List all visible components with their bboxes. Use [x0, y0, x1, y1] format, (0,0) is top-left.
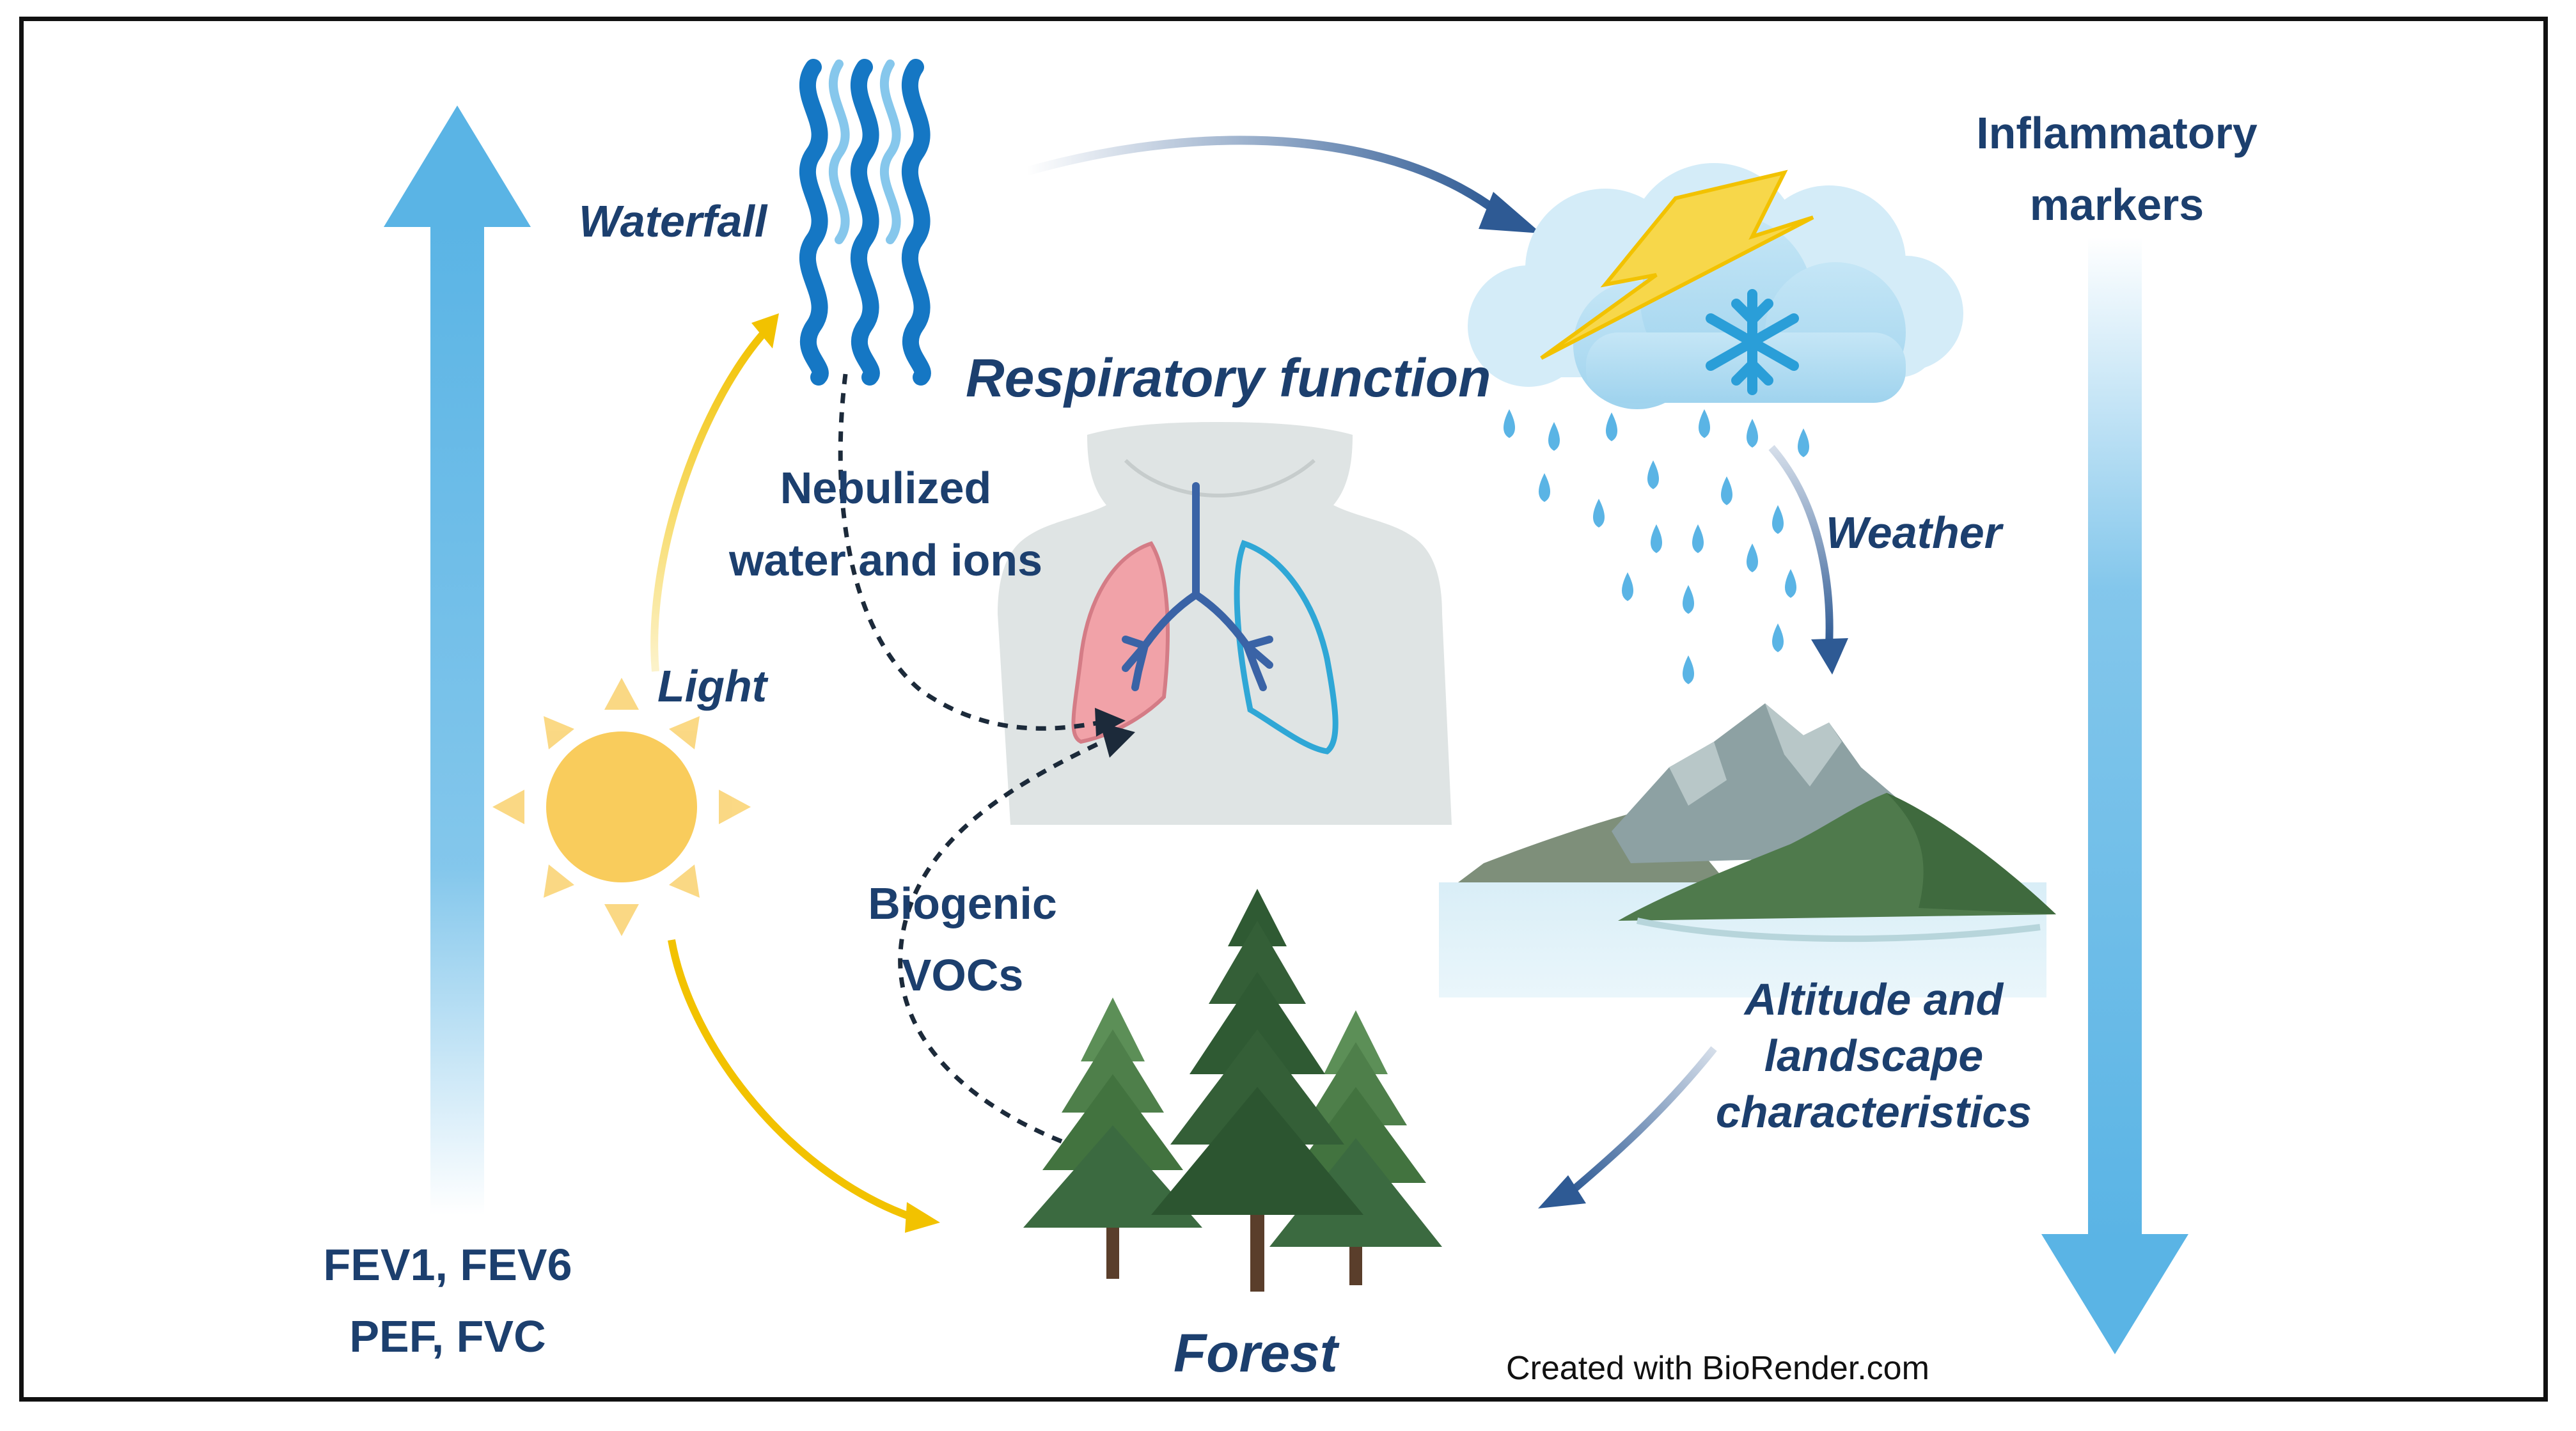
storm-cloud-icon: [1468, 163, 1963, 409]
forest-label: Forest: [1174, 1323, 1338, 1383]
inflammatory-down-arrow: [2041, 237, 2188, 1354]
spirometry-label-line1: FEV1, FEV6: [323, 1240, 572, 1290]
landscape-to-forest-arrow: [1538, 1046, 1717, 1208]
biogenic-dotted-arrow: [898, 723, 1135, 1144]
weather-to-landscape-arrow: [1768, 445, 1848, 675]
tree-center: [1151, 889, 1363, 1292]
lightning-icon: [1540, 169, 1814, 360]
inflammatory-label-line2: markers: [2029, 180, 2204, 230]
sun-icon: [492, 678, 751, 936]
biogenic-label-line1: Biogenic: [868, 879, 1057, 928]
inflammatory-label-line1: Inflammatory: [1976, 108, 2258, 158]
waterfall-icon: [799, 59, 931, 386]
altitude-label-line1: Altitude and: [1744, 974, 2004, 1024]
tree-right: [1269, 1010, 1442, 1285]
respiratory-up-arrow: [384, 106, 531, 1215]
altitude-label-line3: characteristics: [1715, 1087, 2032, 1137]
mountain-lake-icon: [1439, 703, 2056, 997]
biorender-credit: Created with BioRender.com: [1506, 1350, 1929, 1387]
rain-drops: [1504, 409, 1809, 684]
waterfall-label: Waterfall: [579, 196, 767, 246]
light-to-waterfall-arrow: [650, 313, 779, 672]
spirometry-label-line2: PEF, FVC: [349, 1311, 546, 1361]
respiratory-function-label: Respiratory function: [966, 348, 1491, 408]
torso-lungs-icon: [998, 422, 1452, 825]
altitude-label-line2: landscape: [1764, 1031, 1984, 1081]
biogenic-label-line2: VOCs: [901, 950, 1024, 1000]
forest-icon: [1023, 889, 1442, 1292]
light-to-forest-arrow: [668, 939, 940, 1233]
figure-frame: [19, 17, 2548, 1402]
nebulized-label-line2: water and ions: [728, 535, 1043, 585]
left-lung: [1071, 541, 1170, 744]
tree-left: [1023, 997, 1202, 1279]
weather-label: Weather: [1826, 508, 2002, 558]
snowflake-icon: [1706, 289, 1799, 395]
light-label: Light: [657, 661, 767, 711]
waterfall-to-weather-arrow: [1025, 136, 1541, 233]
nebulized-label-line1: Nebulized: [780, 463, 992, 513]
